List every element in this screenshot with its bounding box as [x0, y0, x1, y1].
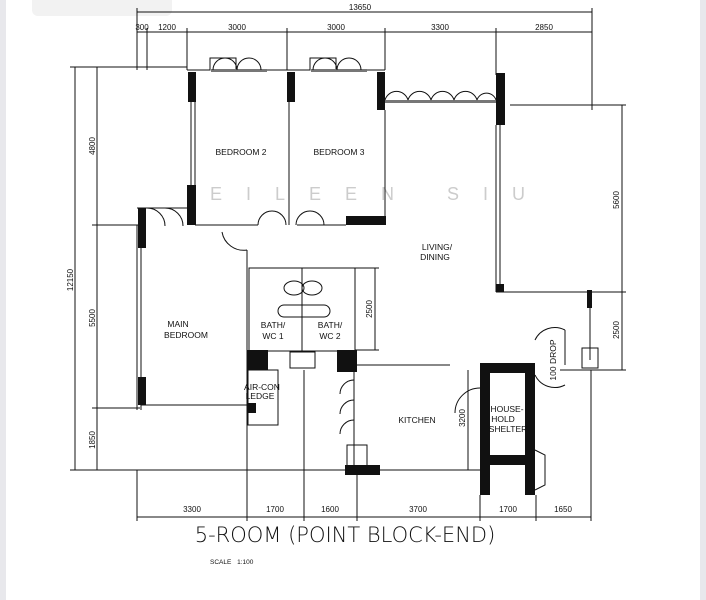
label-kitchen: KITCHEN — [398, 415, 435, 425]
dim-bottom: 1600 — [321, 505, 339, 514]
left-dimensions: 12150 4800 5500 1850 — [66, 66, 355, 471]
label-wc-1: WC 1 — [262, 331, 284, 341]
watermark: EILEEN SIU — [210, 184, 549, 204]
right-dimensions: 5600 2500 — [510, 104, 626, 371]
dim-right: 2500 — [612, 321, 621, 339]
label-drop: 100 DROP — [548, 339, 558, 380]
label-main-bedroom: BEDROOM — [164, 330, 208, 340]
dim-left: 5500 — [88, 309, 97, 327]
dim-right: 5600 — [612, 191, 621, 209]
dim-bottom: 1700 — [499, 505, 517, 514]
label-bath-2: BATH/ — [318, 320, 343, 330]
dim-top: 1200 — [158, 23, 176, 32]
walls: 100 DROP 2500 3200 — [136, 57, 599, 495]
label-main: MAIN — [167, 319, 188, 329]
window-edge-right — [700, 0, 706, 600]
dim-top: 2850 — [535, 23, 553, 32]
label-hold: HOLD — [491, 414, 515, 424]
dim-bottom: 3300 — [183, 505, 201, 514]
dim-left: 4800 — [88, 137, 97, 155]
dim-kitchen-depth: 3200 — [458, 409, 467, 427]
scale-label: SCALE 1:100 — [210, 559, 254, 566]
label-aircon: AIR-CON — [244, 382, 280, 392]
label-bedroom-2: BEDROOM 2 — [215, 147, 266, 157]
label-wc-2: WC 2 — [319, 331, 341, 341]
bottom-dimensions: 3300 1700 1600 3700 1700 1650 — [136, 370, 592, 521]
dim-top: 3300 — [431, 23, 449, 32]
dim-bottom: 1700 — [266, 505, 284, 514]
label-living: LIVING/ — [422, 242, 453, 252]
window-edge-left — [0, 0, 6, 600]
dim-overall-width: 13650 — [349, 3, 372, 12]
label-household: HOUSE- — [490, 404, 523, 414]
dim-bath-depth: 2500 — [365, 300, 374, 318]
top-dimensions: 13650 300 1200 3000 3000 3300 2850 — [135, 3, 593, 110]
dim-top: 3000 — [228, 23, 246, 32]
label-bedroom-3: BEDROOM 3 — [313, 147, 364, 157]
label-dining: DINING — [420, 252, 450, 262]
label-ledge: LEDGE — [246, 391, 275, 401]
dim-left: 1850 — [88, 431, 97, 449]
label-bath-1: BATH/ — [261, 320, 286, 330]
dim-top: 300 — [135, 23, 149, 32]
dim-bottom: 1650 — [554, 505, 572, 514]
dim-top: 3000 — [327, 23, 345, 32]
dim-overall-depth: 12150 — [66, 268, 75, 291]
plan-title: 5-ROOM (POINT BLOCK-END) — [195, 523, 496, 547]
dim-bottom: 3700 — [409, 505, 427, 514]
label-shelter: SHELTER — [489, 424, 528, 434]
